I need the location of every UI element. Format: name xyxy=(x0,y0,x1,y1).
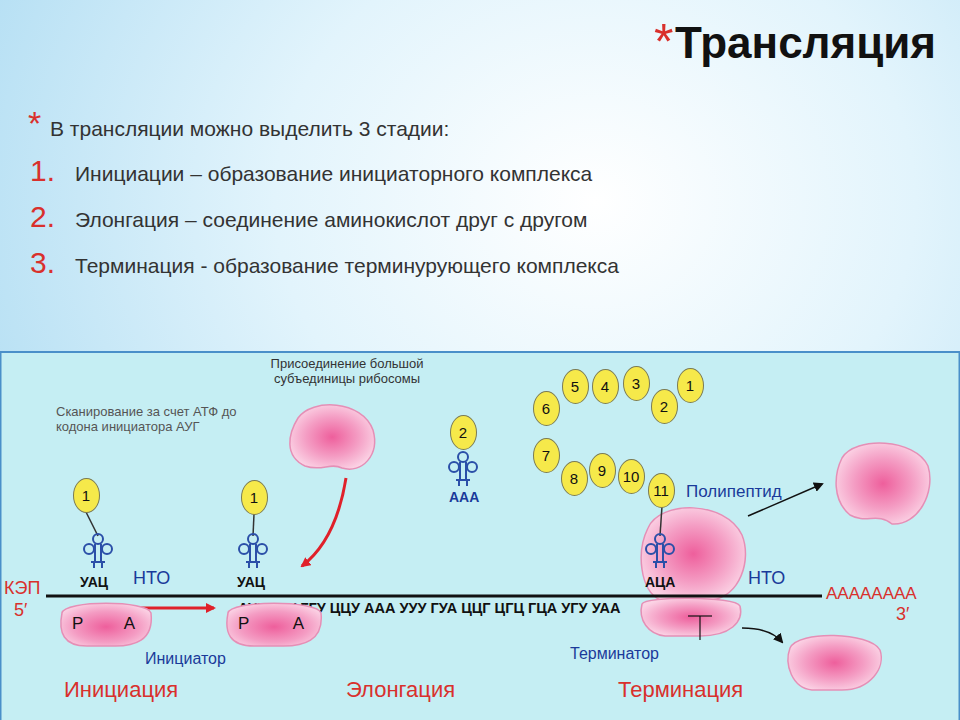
amino-acid-number: 1 xyxy=(686,377,694,394)
amino-acid-number: 6 xyxy=(542,400,550,417)
amino-acid: 7 xyxy=(533,438,560,473)
amino-acid-number: 2 xyxy=(459,424,467,441)
released-large-subunit xyxy=(836,443,930,524)
small-subunit xyxy=(641,598,741,636)
ribosome-site: А xyxy=(124,614,135,634)
ribosome-site: А xyxy=(293,614,304,634)
step-note: Присоединение большой субъединицы рибосо… xyxy=(258,357,436,387)
ribosome-site: Р xyxy=(72,614,83,634)
codon-name: Терминатор xyxy=(570,645,659,663)
ribosome-site: Р xyxy=(238,614,249,634)
mrna-strand xyxy=(46,595,822,598)
amino-acid-number: 5 xyxy=(571,378,579,395)
anticodon: УАЦ xyxy=(80,574,108,590)
poly-a-tail: АААААААА xyxy=(826,584,917,604)
amino-acid-number: 3 xyxy=(632,375,640,392)
anticodon: ААА xyxy=(449,489,479,505)
amino-acid: 3 xyxy=(623,366,650,401)
utr-label: НТО xyxy=(748,568,785,589)
anticodon: УАЦ xyxy=(237,574,265,590)
released-small-subunit xyxy=(788,635,881,690)
small-subunit: РА xyxy=(58,598,154,648)
stage-name: Терминация xyxy=(618,677,743,702)
stage-text: Инициации – образование инициаторного ко… xyxy=(75,162,592,186)
stage-name: Элонгация xyxy=(346,677,455,702)
amino-acid-number: 4 xyxy=(601,378,609,395)
slide-title: Трансляция xyxy=(675,18,936,69)
amino-acid-number: 7 xyxy=(542,447,550,464)
amino-acid: 10 xyxy=(618,459,645,494)
trna xyxy=(84,534,112,568)
stage-text: Элонгация – соединение аминокислот друг … xyxy=(75,208,588,232)
amino-acid-number: 11 xyxy=(653,482,669,499)
amino-acid: 1 xyxy=(241,480,268,515)
product-label: Полипептид xyxy=(686,482,782,502)
title-bullet: * xyxy=(654,14,673,72)
amino-acid: 5 xyxy=(562,369,589,404)
leader-line xyxy=(688,615,712,616)
codon-name: Инициатор xyxy=(145,650,226,668)
bullet: * xyxy=(28,104,41,143)
amino-acid-number: 1 xyxy=(82,487,90,504)
stage-name: Инициация xyxy=(64,677,178,702)
amino-acid-number: 1 xyxy=(250,489,258,506)
amino-acid-number: 9 xyxy=(598,462,606,479)
amino-acid: 6 xyxy=(533,391,560,426)
step-note: Сканирование за счет АТФ до кодона иници… xyxy=(56,405,256,435)
utr-label: НТО xyxy=(133,568,170,589)
end-label: 3′ xyxy=(896,604,909,625)
stage-text: Терминация - образование терминурующего … xyxy=(75,254,619,278)
amino-acid: 9 xyxy=(589,453,616,488)
end-label: 5′ xyxy=(14,600,27,621)
list-number: 1. xyxy=(30,154,55,189)
list-number: 2. xyxy=(30,200,55,235)
amino-acid-number: 10 xyxy=(623,468,640,485)
small-subunit: РА xyxy=(224,598,324,648)
list-number: 3. xyxy=(30,246,55,281)
amino-acid: 2 xyxy=(450,415,477,450)
trna xyxy=(646,534,674,568)
large-subunit xyxy=(290,405,375,469)
trna xyxy=(239,534,267,568)
amino-acid: 1 xyxy=(677,368,704,403)
trna xyxy=(449,452,477,486)
intro-text: В трансляции можно выделить 3 стадии: xyxy=(50,117,449,141)
large-subunit xyxy=(641,508,745,600)
amino-acid-number: 8 xyxy=(570,470,578,487)
cap-label: КЭП xyxy=(4,578,40,599)
release-arrow xyxy=(742,628,782,642)
diagram-panel xyxy=(0,352,960,720)
amino-acid: 4 xyxy=(592,369,619,404)
anticodon: АЦА xyxy=(645,574,675,590)
amino-acid: 2 xyxy=(651,389,678,424)
amino-acid-number: 2 xyxy=(660,398,668,415)
amino-acid: 11 xyxy=(648,473,675,508)
leader-line xyxy=(699,616,700,640)
amino-acid: 1 xyxy=(73,478,100,513)
amino-acid: 8 xyxy=(561,461,588,496)
assembly-arrow xyxy=(302,478,346,566)
